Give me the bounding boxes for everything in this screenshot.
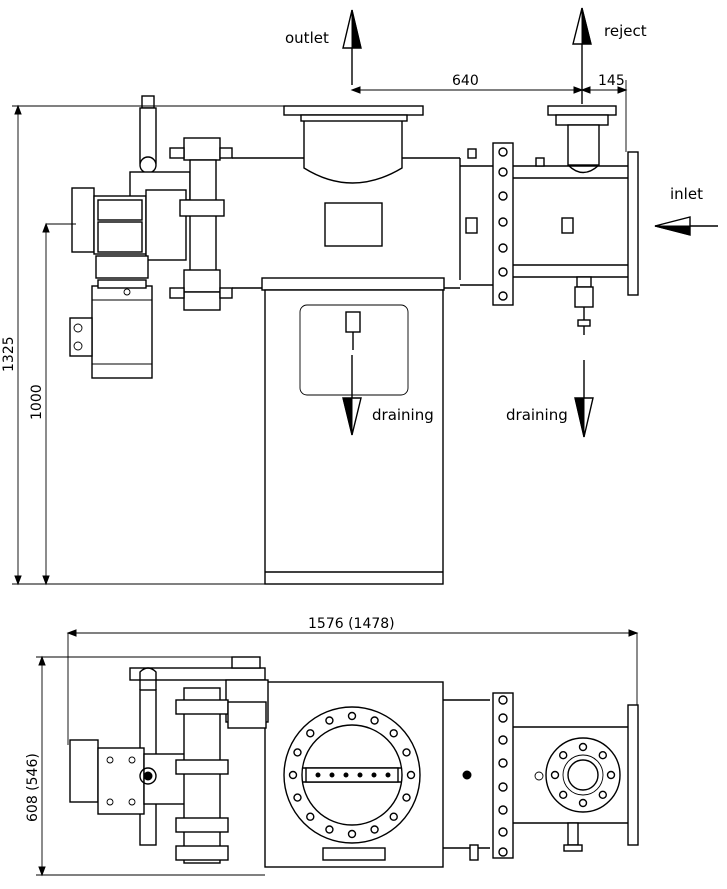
bolt <box>347 829 357 839</box>
inlet-flange-bolts <box>498 147 508 301</box>
top-drive-assembly <box>69 656 269 864</box>
dimension-145: 145 <box>598 73 625 89</box>
top-inlet-column-bolts <box>498 695 508 857</box>
bolt <box>325 716 334 725</box>
inlet-round-flange-bolts <box>550 742 616 808</box>
draining-arrow-center <box>342 355 362 436</box>
blade-mark <box>357 772 363 778</box>
bolt <box>559 790 568 799</box>
drive-assembly <box>69 95 191 379</box>
bolt <box>402 793 411 802</box>
bolt <box>498 147 508 157</box>
dimension-640: 640 <box>452 73 479 89</box>
bolt <box>370 716 379 725</box>
upper-housing <box>232 148 493 289</box>
main-flange <box>283 706 421 844</box>
bolt <box>389 812 398 821</box>
bolt <box>498 267 508 277</box>
bolt <box>370 825 379 834</box>
top-view: 1576 (1478) 608 (546) <box>25 616 639 877</box>
dimension-1325: 1325 <box>1 336 17 372</box>
dimension-depth-608 <box>36 655 265 877</box>
bolt <box>498 782 508 792</box>
inlet-housing <box>465 142 639 335</box>
dimension-1576: 1576 (1478) <box>308 616 395 632</box>
bolt <box>498 735 508 745</box>
bolt <box>389 729 398 738</box>
bolt <box>293 748 302 757</box>
bolt <box>406 770 416 780</box>
reject-nozzle <box>547 105 617 174</box>
bolt <box>402 748 411 757</box>
bolt <box>498 847 508 857</box>
rotor-blade-marks <box>315 772 391 778</box>
bolt <box>498 695 508 705</box>
bolt <box>578 798 588 808</box>
bolt <box>498 217 508 227</box>
outlet-nozzle <box>283 105 424 184</box>
front-view: outlet reject 640 145 <box>1 7 718 586</box>
bolt <box>498 291 508 301</box>
bolt <box>293 793 302 802</box>
bolt <box>498 805 508 815</box>
bolt <box>498 713 508 723</box>
bolt <box>288 770 298 780</box>
outlet-arrow <box>342 9 362 85</box>
inlet-label: inlet <box>670 185 703 203</box>
bolt <box>559 751 568 760</box>
bolt <box>498 827 508 837</box>
bolt <box>498 167 508 177</box>
blade-mark <box>315 772 321 778</box>
blade-mark <box>343 772 349 778</box>
bolt <box>550 770 560 780</box>
bolt <box>578 742 588 752</box>
lower-vessel <box>261 277 445 585</box>
main-flange-bolts <box>288 711 416 839</box>
inlet-arrow <box>654 216 718 236</box>
bolt <box>306 729 315 738</box>
dimension-640-145 <box>350 80 628 152</box>
outlet-label: outlet <box>285 29 329 47</box>
draining-arrow-right <box>574 360 594 438</box>
reject-label: reject <box>604 22 647 40</box>
support-frame <box>169 137 233 311</box>
bolt <box>598 790 607 799</box>
dimension-608: 608 (546) <box>25 753 41 822</box>
bolt <box>498 243 508 253</box>
blade-mark <box>329 772 335 778</box>
dimension-width-1576 <box>66 629 639 745</box>
bolt <box>498 758 508 768</box>
top-inlet-flange-column <box>492 692 639 859</box>
bolt <box>325 825 334 834</box>
dimension-1000: 1000 <box>29 384 45 420</box>
draining-label-right: draining <box>506 406 568 424</box>
dimension-height-1325 <box>12 104 284 586</box>
bolt <box>347 711 357 721</box>
bolt <box>306 812 315 821</box>
reject-arrow <box>572 7 592 104</box>
draining-label-center: draining <box>372 406 434 424</box>
blade-mark <box>371 772 377 778</box>
bolt <box>606 770 616 780</box>
blade-mark <box>385 772 391 778</box>
bolt <box>498 191 508 201</box>
bolt <box>598 751 607 760</box>
